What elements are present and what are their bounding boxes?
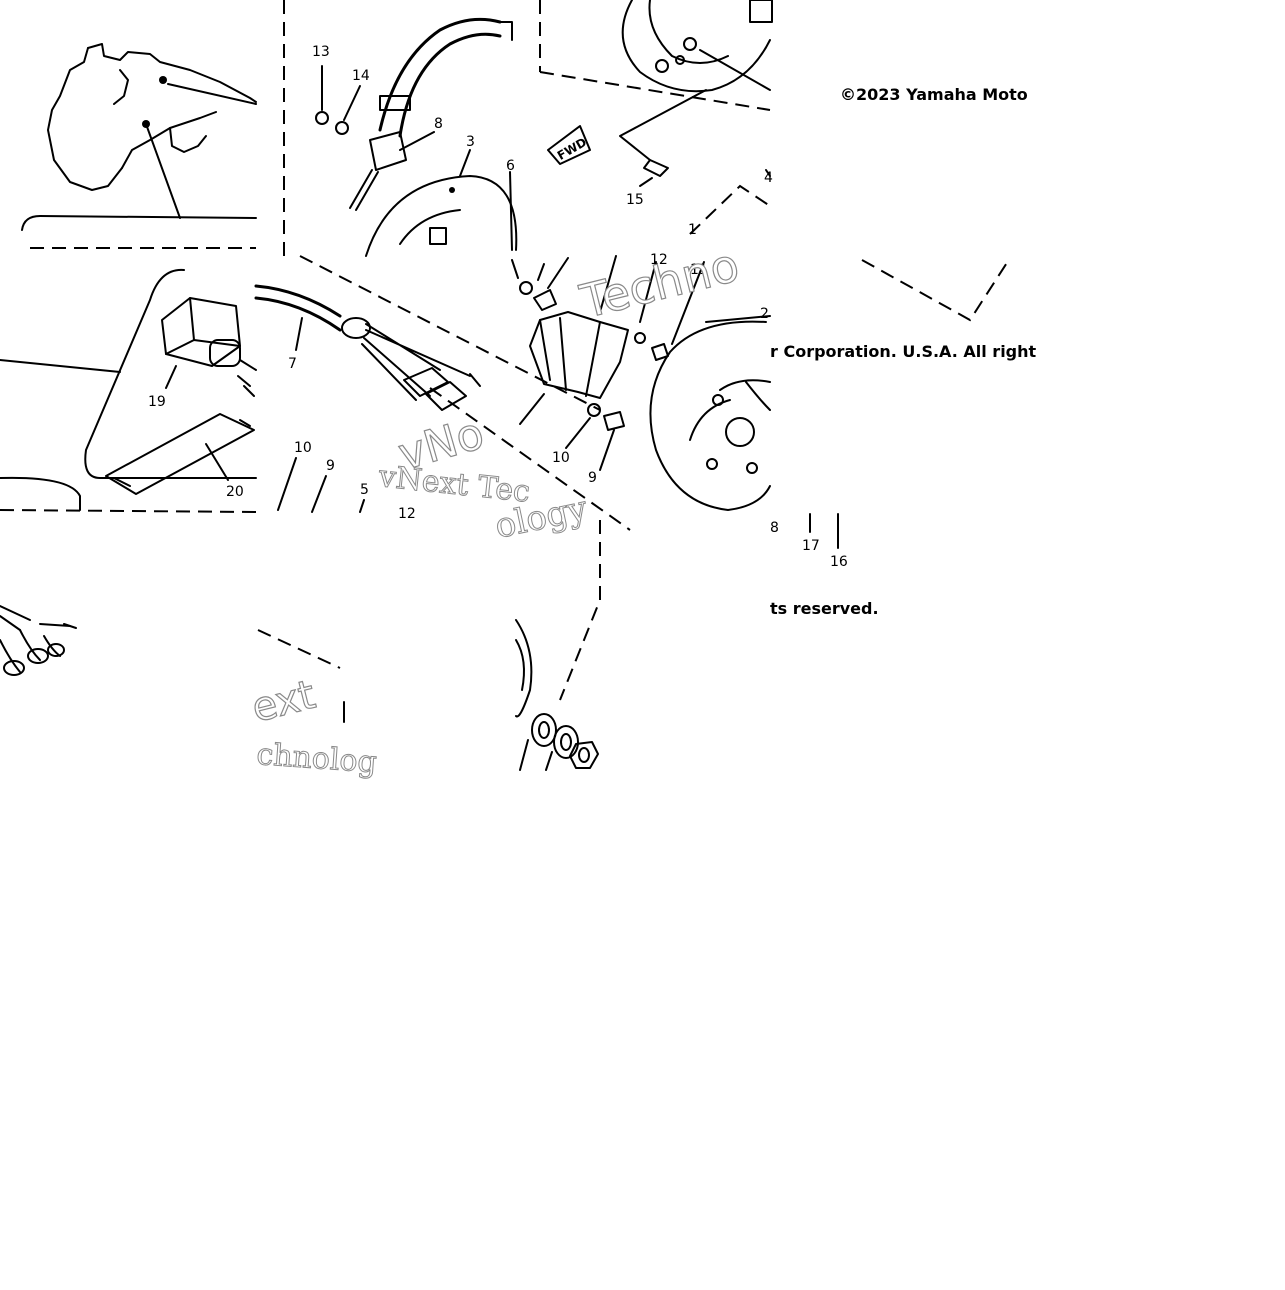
callout-3: 3 <box>466 134 475 150</box>
callout-10b: 10 <box>552 450 570 466</box>
copyright-line-3: ts reserved. <box>770 599 879 618</box>
stator-plate <box>539 0 773 235</box>
callout-5: 5 <box>360 482 369 498</box>
callout-2: 2 <box>760 306 769 322</box>
callout-15: 15 <box>626 192 644 208</box>
callout-8: 8 <box>434 116 443 132</box>
callout-14: 14 <box>352 68 370 84</box>
watermark-chnolog: chnolog <box>255 737 378 780</box>
copyright-line-1: ©2023 Yamaha Moto <box>840 85 1028 104</box>
dashed-corner-line <box>861 257 1011 322</box>
callout-10a: 10 <box>294 440 312 456</box>
wire-harness <box>254 255 631 531</box>
source-coil-and-flywheel <box>511 255 771 511</box>
callout-6: 6 <box>506 158 515 174</box>
callout-9b: 9 <box>588 470 597 486</box>
callout-17: 17 <box>802 538 820 554</box>
callout-8b: 8 <box>770 520 779 536</box>
callout-20: 20 <box>226 484 244 500</box>
callout-1: 1 <box>688 222 697 238</box>
callout-9a: 9 <box>326 458 335 474</box>
connector-plugs <box>0 605 77 676</box>
callout-19: 19 <box>148 394 166 410</box>
callout-13: 13 <box>312 44 330 60</box>
ignition-coil-assembly <box>283 0 518 257</box>
callout-labels: 13 14 8 3 6 15 4 1 7 19 20 10 9 5 12 12 … <box>148 44 848 570</box>
copyright-line-2: r Corporation. U.S.A. All right <box>770 342 1037 361</box>
callout-4: 4 <box>764 170 773 186</box>
lower-flywheel-parts <box>515 513 839 771</box>
cdi-unit-and-strap <box>0 268 257 513</box>
dashed-guides-bottom <box>257 629 345 723</box>
callout-12b: 12 <box>650 252 668 268</box>
motorcycle-outline-icon <box>21 43 257 249</box>
watermark-ext: ext <box>247 672 320 732</box>
callout-11: 11 <box>690 262 708 278</box>
callout-7: 7 <box>288 356 297 372</box>
callout-16: 16 <box>830 554 848 570</box>
callout-12a: 12 <box>398 506 416 522</box>
